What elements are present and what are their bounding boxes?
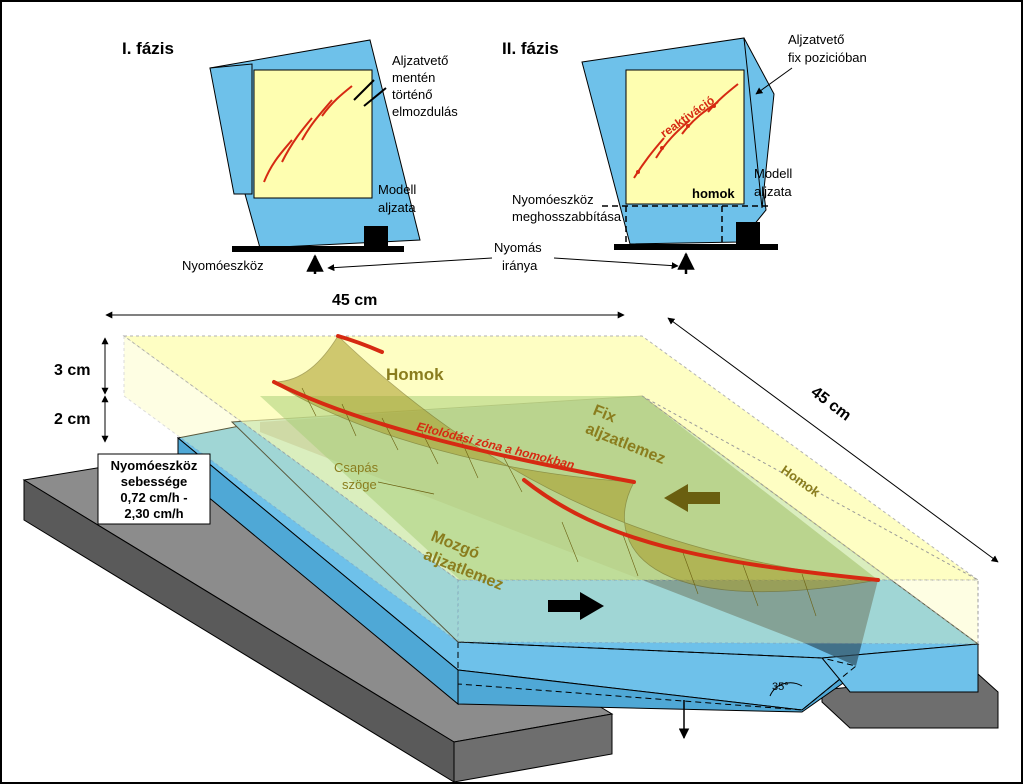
phase1-pusher-bar (232, 246, 404, 252)
speed-box (97, 453, 211, 525)
sand-left-face (123, 335, 459, 643)
svg-text:0,72 cm/h -: 0,72 cm/h - (120, 490, 187, 505)
phase2-title: II. fázis (502, 39, 559, 58)
phase1-pusher-block (364, 226, 388, 248)
svg-text:mentén: mentén (392, 70, 435, 85)
direction-pointer-left (327, 257, 493, 272)
phase1-fault-label: Aljzatvető mentén történő elmozdulás (392, 53, 458, 119)
speed-box-text: Nyomóeszköz sebessége 0,72 cm/h - 2,30 c… (111, 458, 198, 521)
direction-pointer-right (553, 257, 679, 270)
svg-text:Aljzatvető: Aljzatvető (392, 53, 448, 68)
strike-angle-label: Csapás szöge (334, 460, 379, 492)
phase1-model-base-label: Modell aljzata (378, 182, 416, 215)
svg-text:Modell: Modell (378, 182, 416, 197)
sand-thickness-label: 3 cm (54, 362, 90, 379)
phase2-sand-box (625, 69, 745, 205)
phase1-pusher-label: Nyomóeszköz (182, 258, 264, 273)
sand-top-label: Homok (386, 365, 444, 384)
angle-arc (769, 682, 803, 697)
svg-text:Csapás: Csapás (334, 460, 379, 475)
depth-dimension-line (667, 317, 999, 563)
width-label: 45 cm (332, 292, 377, 309)
svg-text:Aljzatvető: Aljzatvető (788, 32, 844, 47)
svg-text:2,30 cm/h: 2,30 cm/h (124, 506, 183, 521)
phase2-diagram: II. fázis reaktiváció homok Aljzatvető f… (327, 32, 867, 274)
fixed-plate-motion-arrow (664, 484, 720, 512)
sand-front-face (457, 579, 979, 645)
svg-text:aljzata: aljzata (754, 184, 792, 199)
svg-text:történő: történő (392, 87, 432, 102)
svg-text:meghosszabbítása: meghosszabbítása (512, 209, 622, 224)
block-diagram: 45 cm 45 cm 3 cm 2 cm 35° (22, 292, 999, 782)
phase2-extension-label: Nyomóeszköz meghosszabbítása (512, 192, 622, 224)
phase1-sand-box (253, 69, 373, 199)
phase2-fault-traces (633, 83, 739, 179)
svg-text:elmozdulás: elmozdulás (392, 104, 458, 119)
svg-text:sebessége: sebessége (121, 474, 188, 489)
shear-zone-traces (272, 334, 880, 582)
phase1-left-plate (209, 63, 253, 195)
fixed-plate-front (821, 643, 979, 693)
phase1-title: I. fázis (122, 39, 174, 58)
phase2-plate-edge (743, 37, 775, 209)
phase2-pusher-block (736, 222, 760, 246)
svg-text:aljzata: aljzata (378, 200, 416, 215)
phase1-fault-traces (263, 85, 353, 183)
base-thickness-label: 2 cm (54, 411, 90, 428)
pusher-outline (457, 641, 858, 711)
svg-text:Modell: Modell (754, 166, 792, 181)
phase2-sand-label: homok (692, 186, 735, 201)
phase2-fault-ticks (636, 104, 716, 174)
depth-label: 45 cm (808, 384, 854, 425)
svg-text:Nyomás: Nyomás (494, 240, 542, 255)
svg-text:szöge: szöge (342, 477, 377, 492)
phase2-fixed-fault-pointer (755, 67, 793, 95)
phase2-push-direction-label: Nyomás iránya (494, 240, 542, 273)
svg-text:Nyomóeszköz: Nyomóeszköz (512, 192, 594, 207)
strike-angle-pointer (377, 481, 435, 495)
svg-text:fix pozicióban: fix pozicióban (788, 50, 867, 65)
left-support-side (23, 479, 455, 782)
moving-plate-motion-arrow (548, 592, 604, 620)
svg-text:Nyomóeszköz: Nyomóeszköz (111, 458, 198, 473)
phase2-model-base-label: Modell aljzata (754, 166, 792, 199)
phase2-pusher-bar (614, 244, 778, 250)
shear-zone-hatching (301, 387, 817, 617)
phase1-diagram: I. fázis Aljzatvető mentén történő elmoz… (122, 39, 458, 274)
phase2-fixed-fault-label: Aljzatvető fix pozicióban (788, 32, 867, 65)
sand-right-face (641, 395, 979, 645)
left-support-front (453, 713, 613, 782)
phase1-fault-offset-marks (353, 79, 387, 107)
svg-text:iránya: iránya (502, 258, 538, 273)
